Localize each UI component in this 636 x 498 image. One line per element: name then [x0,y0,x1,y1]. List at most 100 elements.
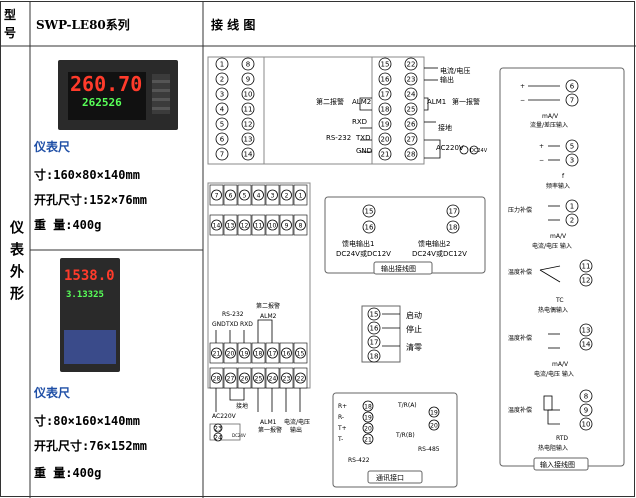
bot-terminal-26-label: 26 [241,376,249,383]
top-terminal-6-circle [215,132,229,146]
bot-terminal-22-label: 22 [297,376,305,383]
top-terminal-16-label: 16 [381,76,390,84]
in-rtd-line1: RTD [556,435,568,442]
in-freq-line2: 频率输入 [546,182,570,190]
control-stop: 停止 [406,324,422,334]
in-tc-terminal-12-label: 12 [582,277,591,285]
top-terminal-10-label: 10 [244,91,253,99]
bot-terminal-23-circle [281,372,292,384]
bot-txd-label: TXD [225,321,239,328]
top-terminal-28-circle [404,147,418,161]
top-terminal-21-circle [378,147,392,161]
meter2-top-display: 1538.0 [64,268,115,284]
meter2-bottom-display: 3.13325 [66,290,104,300]
in-press-terminal-1-label: 1 [570,203,574,211]
bot-terminal-19-label: 19 [241,351,249,358]
in-rtd-terminal-8-circle [579,389,593,403]
panel1-title: 仪表尺 [34,140,71,154]
inputs-box-label: 输入接线图 [540,460,575,469]
top-terminal-3-label: 3 [220,91,224,99]
control-clear: 清零 [406,342,422,352]
top-alm1-label: ALM1 [427,98,446,106]
in-freq-terminal-5-label: 5 [570,143,574,151]
top-terminal-8-circle [241,57,255,71]
in-press-line1: mA/V [550,233,567,240]
bot-gnd-label: GND [212,321,226,328]
svg-text:−: − [520,97,525,104]
type-header: 型号 [4,8,17,40]
top-terminal-4-circle [215,102,229,116]
panel2-size: 寸:80×160×140mm [34,414,140,428]
bot-rs232-label: RS-232 [222,311,244,318]
comm-tra: T/R(A) [397,402,417,409]
bot-alm1-label: ALM1 [260,419,277,426]
top-terminal-27-label: 27 [407,136,416,144]
comm485-terminal-19-circle [428,406,440,418]
comm-rs422: RS-422 [348,457,370,464]
top-terminal-9-circle [241,72,255,86]
bot-terminal-5-label: 5 [243,193,247,200]
bot-terminal-6-label: 6 [229,193,233,200]
top-terminal-11-circle [241,102,255,116]
in-mat-terminal-14-circle [579,337,593,351]
in-tc-label: 温度补偿 [508,268,532,276]
top-terminal-25-label: 25 [407,106,416,114]
top-output-label: 输出 [440,75,454,84]
top-terminal-21-label: 21 [381,151,390,159]
ctrl-terminal-16-label: 16 [370,325,379,333]
top-terminal-26-circle [404,117,418,131]
comm422-terminal-18-circle [362,400,374,412]
in-freq-terminal-5-circle [565,139,579,153]
side-label: 仪表外形 [8,220,24,308]
in-press-terminal-2-circle [565,213,579,227]
in-flow-terminal-6-label: 6 [570,83,575,91]
panel1-cut: 开孔尺寸:152×76mm [34,193,148,207]
bot-terminal-3-circle [267,189,278,201]
bot-terminal-11-label: 11 [255,223,263,230]
in-press-terminal-2-label: 2 [570,217,574,225]
bot-terminal-18-circle [253,347,264,359]
top-dc-label: DC24V [470,148,488,154]
in-tc-line1: TC [555,297,564,304]
in-flow-terminal-7-circle [565,93,579,107]
top-ac220-label: AC220V [436,144,464,152]
comm485-terminal-20-label: 20 [430,423,438,430]
top-txd-label: TXD [355,134,370,142]
top-terminal-1-circle [215,57,229,71]
comm-r-plus: R+ [338,403,347,410]
ac-terminal-24-label: 24 [214,435,222,442]
in-rtd-label: 温度补偿 [508,406,532,414]
in-tc-terminal-11-circle [579,259,593,273]
in-mat-terminal-13-label: 13 [582,327,591,335]
comm422-terminal-18-label: 18 [364,404,372,411]
ctrl-terminal-18-label: 18 [370,353,379,361]
wiring-header: 接 线 图 [211,18,256,32]
in-mat-line2: 电流/电压 输入 [534,370,574,378]
ac-terminal-23-circle [213,423,223,433]
bot-output-label: 输出 [290,426,302,434]
bot-terminal-2-label: 2 [285,193,289,200]
bot-terminal-20-label: 20 [227,351,235,358]
bot-terminal-24-label: 24 [269,376,277,383]
in-flow-line2: 流量/差压输入 [530,121,568,129]
comm422-terminal-20-label: 20 [364,426,372,433]
bot-rxd-label: RXD [240,321,253,328]
bot-terminal-14-circle [211,219,222,231]
bot-terminal-9-label: 9 [285,223,289,230]
top-terminal-19-circle [378,117,392,131]
top-terminal-8-label: 8 [246,61,250,69]
in-rtd-terminal-10-label: 10 [582,421,591,429]
top-terminal-22-circle [404,57,418,71]
top-terminal-17-circle [378,87,392,101]
top-terminal-23-circle [404,72,418,86]
top-terminal-5-label: 5 [220,121,224,129]
bot-alarm1-label: 第一报警 [258,426,282,434]
in-mat-terminal-14-label: 14 [582,341,591,349]
bot-terminal-21-label: 21 [213,351,221,358]
ctrl-terminal-18-circle [367,349,381,363]
bot-terminal-10-label: 10 [269,223,277,230]
bot-terminal-28-label: 28 [213,376,221,383]
